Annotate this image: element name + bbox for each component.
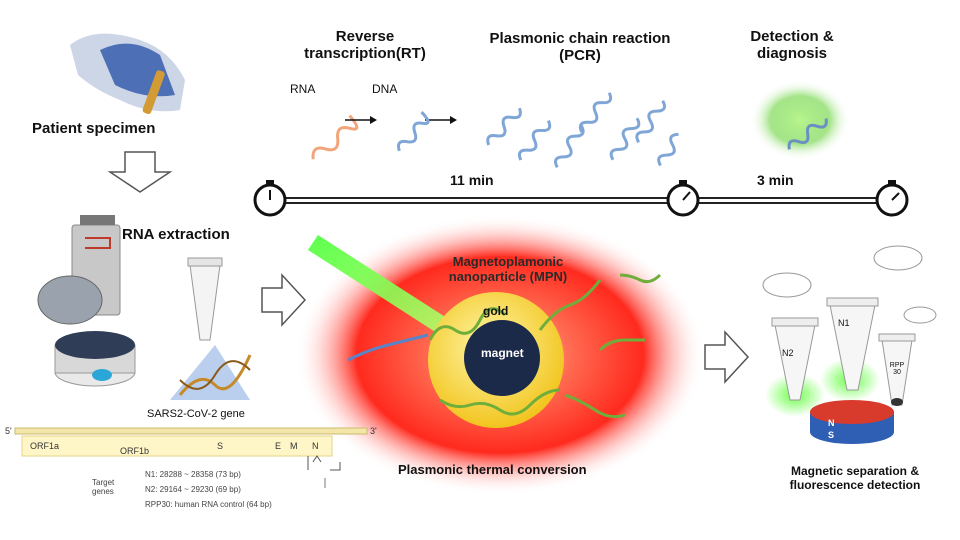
- timeline: [275, 197, 880, 204]
- gold-label: gold: [483, 304, 509, 318]
- right-arrow-icon-2: [704, 330, 750, 384]
- dna-label: DNA: [372, 82, 398, 96]
- gloved-hand-icon: [70, 33, 185, 115]
- segment-orf1a: ORF1a: [30, 441, 60, 451]
- target-rpp30: RPP30: human RNA control (64 bp): [145, 500, 272, 509]
- detection-label: Detection & diagnosis: [750, 28, 834, 62]
- sample-tube-icon: [170, 257, 252, 400]
- segment-e: E: [275, 441, 282, 451]
- rt-arrow-icon: [345, 116, 377, 124]
- magnet-core: [464, 320, 540, 396]
- pcr-arrow-icon: [425, 116, 457, 124]
- magnet-s-label: S: [828, 430, 835, 440]
- green-glow: [750, 80, 850, 160]
- rna-strand-icon: [311, 114, 359, 160]
- mpn-title: Magnetoplamonic nanoparticle (MPN): [448, 254, 568, 284]
- rt-label: Reverse transcription(RT): [304, 28, 426, 62]
- tube-n1-label: N1: [838, 318, 850, 328]
- plasmonic-caption: Plasmonic thermal conversion: [398, 462, 587, 477]
- target-n1: N1: 28288 ~ 28358 (73 bp): [145, 470, 241, 479]
- time-11min: 11 min: [450, 172, 494, 188]
- detection-tubes: [762, 245, 937, 417]
- target-n2: N2: 29164 ~ 29230 (69 bp): [145, 485, 241, 494]
- target-genes-label: Target genes: [92, 478, 115, 496]
- patient-specimen-label: Patient specimen: [32, 120, 156, 137]
- segment-m: M: [290, 441, 298, 451]
- magnet-icon: [810, 400, 894, 444]
- gene-end3: 3': [370, 426, 377, 436]
- tube-rpp30-label: RPP 30: [889, 362, 905, 376]
- detection-caption: Magnetic separation & fluorescence detec…: [789, 464, 921, 492]
- gene-caption: SARS2-CoV-2 gene: [147, 408, 245, 420]
- time-3min: 3 min: [757, 172, 794, 188]
- gene-map: [14, 427, 368, 488]
- rna-extraction-label: RNA extraction: [122, 226, 230, 243]
- dna-strands: [396, 92, 679, 169]
- segment-n: N: [312, 441, 319, 451]
- glowing-dna-icon: [787, 118, 828, 150]
- centrifuge-icon: [37, 215, 136, 387]
- segment-s: S: [217, 441, 224, 451]
- blue-strand: [347, 333, 429, 362]
- tube-n2-label: N2: [782, 348, 794, 358]
- gene-end5: 5': [5, 426, 12, 436]
- stopwatch-icon-mid: [666, 180, 700, 217]
- down-arrow-icon: [107, 151, 173, 193]
- rna-label: RNA: [290, 82, 316, 96]
- stopwatch-icon-end: [875, 180, 909, 217]
- mpn-dna-strands: [428, 273, 662, 419]
- segment-orf1b: ORF1b: [120, 446, 150, 456]
- stopwatch-icon-start: [253, 180, 287, 217]
- magnet-n-label: N: [828, 418, 835, 428]
- magnet-label: magnet: [481, 346, 524, 360]
- laser-beam: [308, 235, 450, 335]
- right-arrow-icon: [261, 273, 307, 327]
- pcr-label: Plasmonic chain reaction (PCR): [489, 30, 671, 64]
